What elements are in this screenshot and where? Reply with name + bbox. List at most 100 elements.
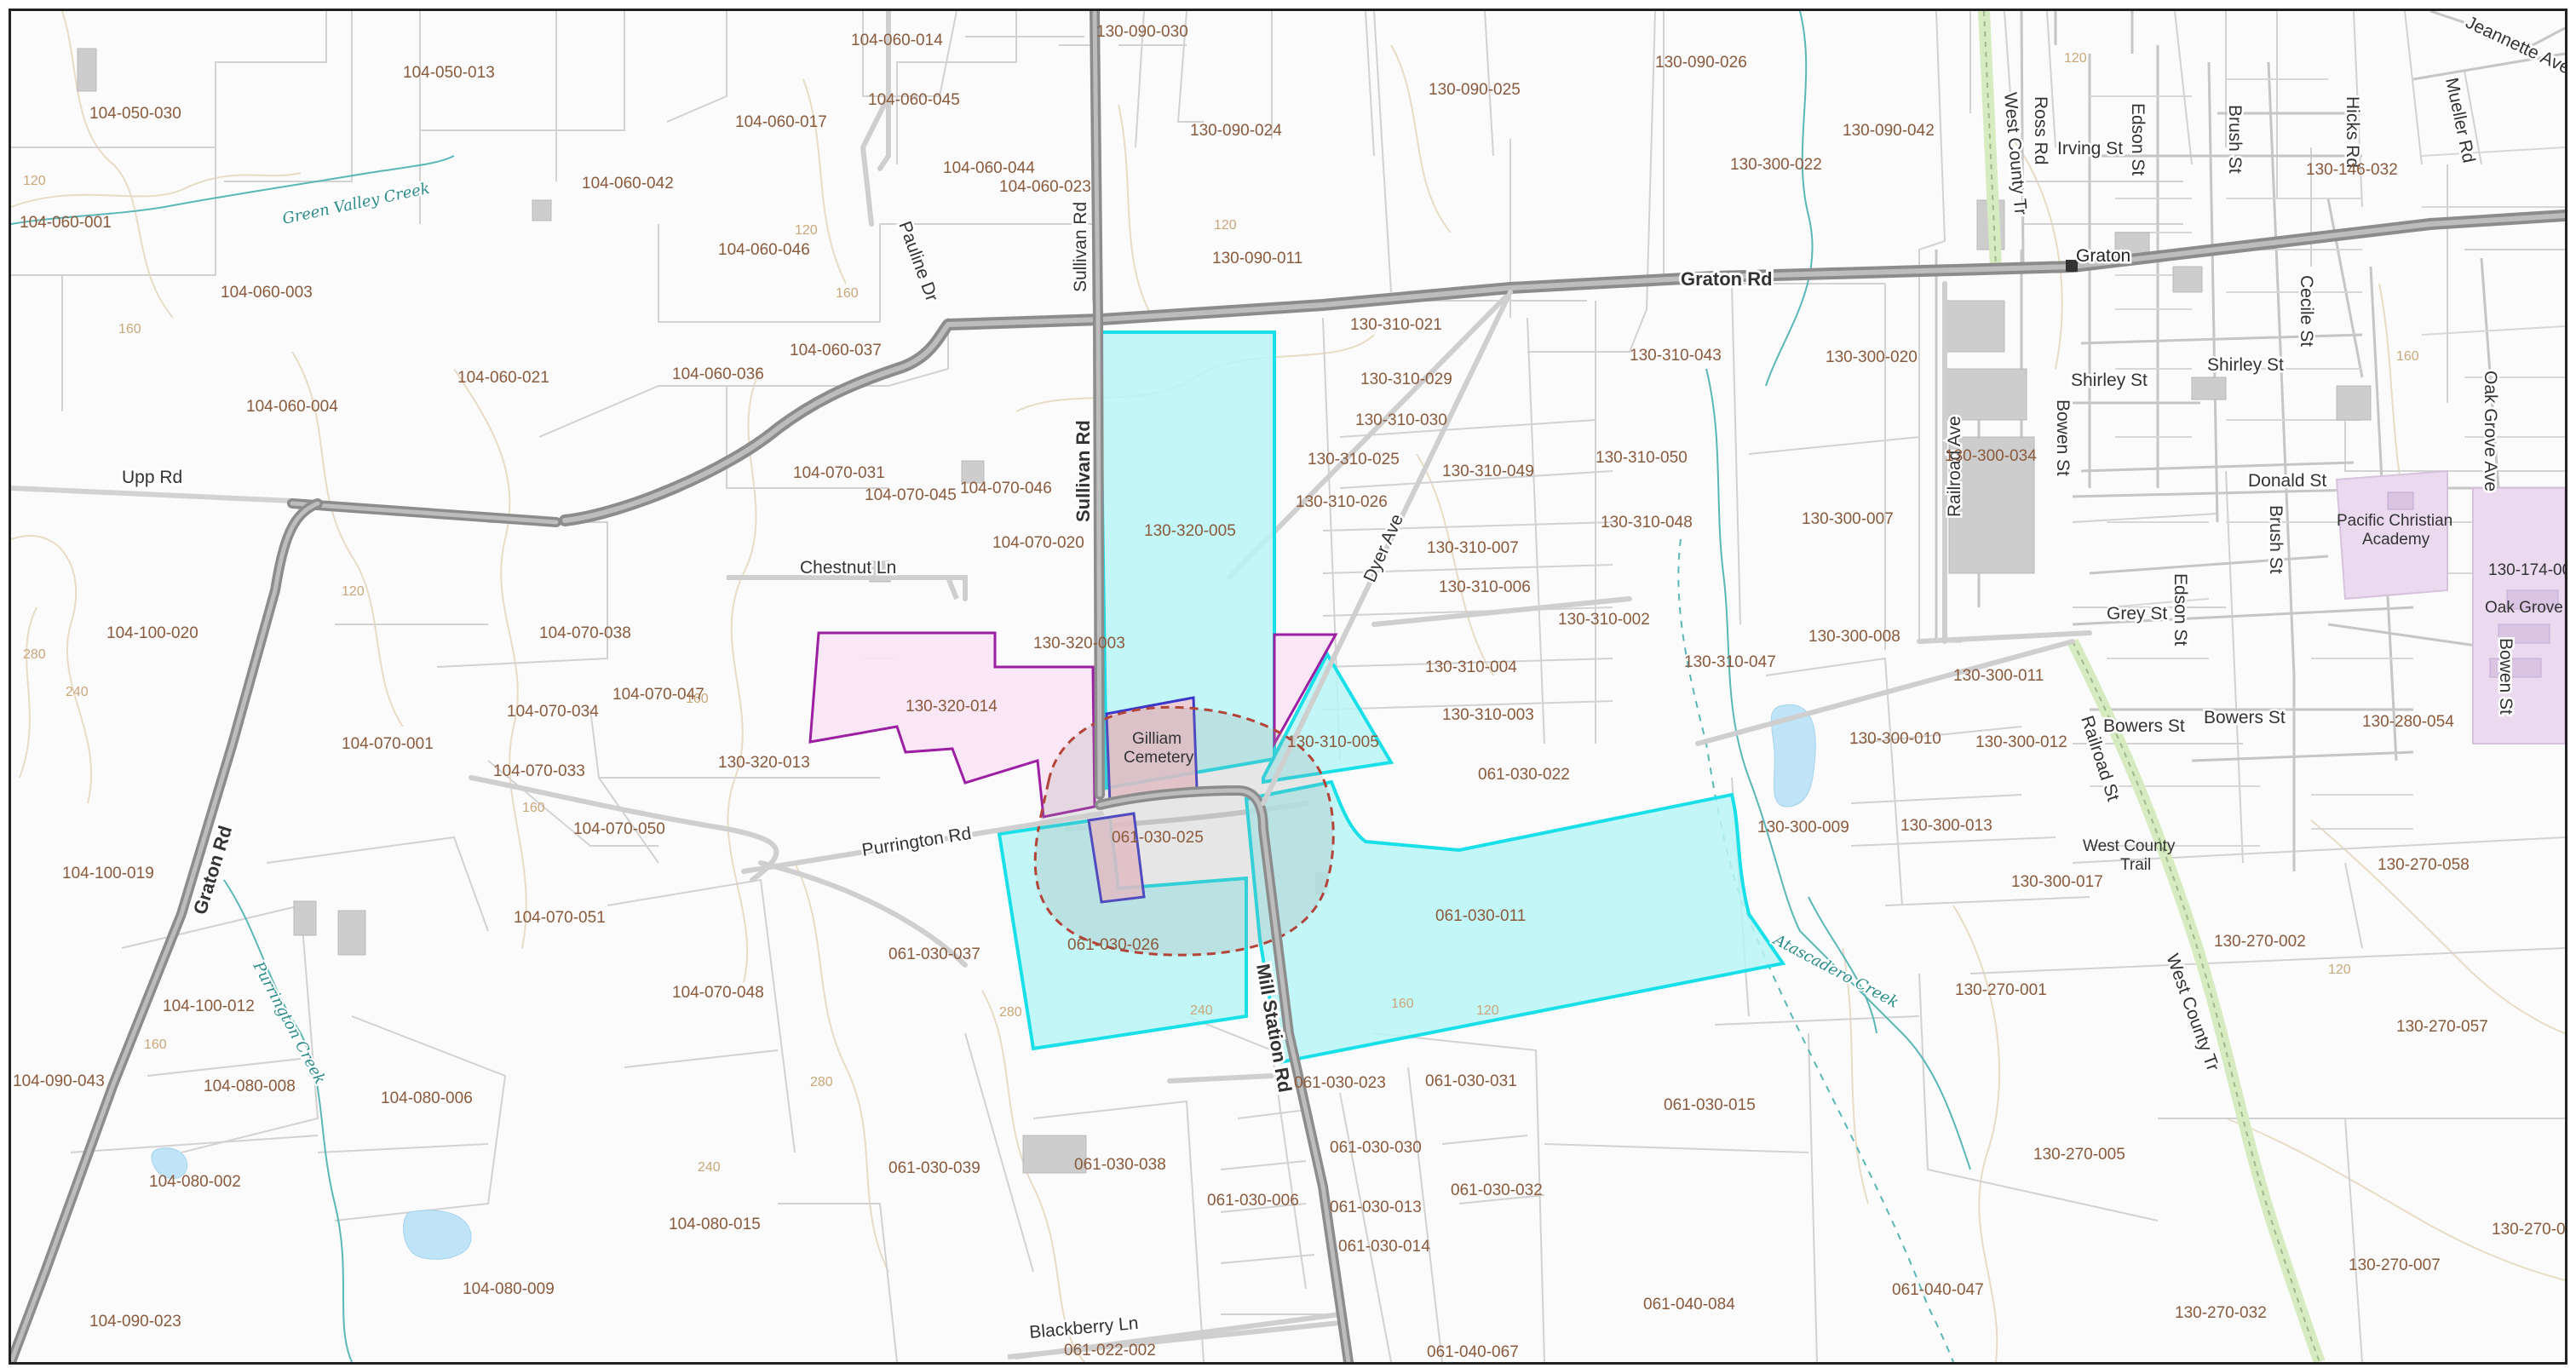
parcel-label[interactable]: 104-070-046	[960, 480, 1052, 497]
parcel-label[interactable]: 104-070-001	[342, 735, 434, 753]
parcel-label[interactable]: 104-080-002	[149, 1173, 241, 1191]
parcel-label[interactable]: 130-310-005	[1287, 733, 1379, 751]
parcel-label[interactable]: 104-060-001	[20, 214, 112, 232]
parcel-label[interactable]: 061-030-026	[1067, 936, 1159, 954]
parcel-label[interactable]: 061-030-015	[1664, 1096, 1756, 1114]
parcel-label[interactable]: 104-060-046	[718, 241, 810, 259]
parcel-label[interactable]: 104-100-019	[62, 865, 154, 882]
parcel-label[interactable]: 104-070-050	[573, 820, 665, 838]
parcel-label[interactable]: 130-270-057	[2396, 1018, 2488, 1036]
parcel-label[interactable]: 130-090-024	[1190, 122, 1282, 140]
parcel-label[interactable]: 061-022-002	[1064, 1342, 1156, 1359]
parcel-label[interactable]: 130-270-002	[2214, 933, 2306, 951]
parcel-label[interactable]: 130-270-043	[2492, 1221, 2565, 1239]
parcel-label[interactable]: 104-060-044	[943, 159, 1035, 177]
parcel-label[interactable]: 104-070-034	[507, 703, 599, 721]
project-parcels[interactable]	[997, 331, 1786, 1065]
parcel-label[interactable]: 061-030-037	[888, 946, 980, 963]
map-canvas[interactable]: 120 160 120 160 120 280 240 160 160 280 …	[11, 11, 2565, 1362]
parcel-label[interactable]: 104-070-038	[539, 624, 631, 642]
parcel-map[interactable]: 120 160 120 160 120 280 240 160 160 280 …	[9, 9, 2567, 1365]
oak-grove-school-parcel[interactable]	[2472, 487, 2565, 744]
parcel-label[interactable]: 104-080-015	[669, 1216, 761, 1233]
parcel-label[interactable]: 104-080-009	[463, 1280, 555, 1298]
pacific-christian-academy-parcel[interactable]	[2335, 469, 2448, 601]
parcel-label[interactable]: 061-040-047	[1892, 1281, 1984, 1299]
parcel-label[interactable]: 061-030-030	[1330, 1139, 1422, 1157]
parcel-label[interactable]: 130-300-022	[1730, 156, 1822, 174]
parcel-label[interactable]: 130-320-013	[718, 754, 810, 772]
parcel-label[interactable]: 130-310-003	[1442, 706, 1534, 724]
parcel-label[interactable]: 104-070-051	[514, 909, 606, 927]
parcel-label[interactable]: 130-310-026	[1296, 493, 1388, 511]
parcel-label[interactable]: 104-060-036	[672, 365, 764, 383]
parcel-label[interactable]: 130-310-048	[1601, 514, 1693, 532]
parcel-label[interactable]: 130-280-054	[2362, 713, 2454, 731]
parcel-label[interactable]: 130-300-013	[1900, 817, 1992, 835]
parcel-label[interactable]: 130-090-011	[1212, 250, 1302, 267]
parcel-label[interactable]: 104-070-047	[612, 686, 704, 704]
parcel-label[interactable]: 130-300-020	[1826, 348, 1918, 366]
parcel-label[interactable]: 130-310-025	[1308, 451, 1400, 468]
parcel-label[interactable]: 061-030-025	[1112, 829, 1204, 847]
parcel-label[interactable]: 130-300-007	[1802, 510, 1894, 528]
parcel-label[interactable]: 104-060-017	[735, 113, 827, 131]
parcel-label[interactable]: 130-310-007	[1427, 539, 1519, 557]
parcel-label[interactable]: 104-060-021	[457, 369, 549, 387]
parcel-label[interactable]: 061-030-022	[1478, 766, 1570, 784]
parcel-label[interactable]: 061-030-014	[1338, 1238, 1430, 1256]
parcel-label[interactable]: 130-090-025	[1429, 81, 1521, 99]
parcel-label[interactable]: 130-310-047	[1684, 653, 1776, 671]
parcel-label[interactable]: 104-100-020	[106, 624, 198, 642]
parcel-label[interactable]: 104-070-045	[865, 486, 957, 504]
parcel-label[interactable]: 130-270-001	[1955, 981, 2047, 999]
parcel-label[interactable]: 061-030-013	[1330, 1198, 1422, 1216]
parcel-label[interactable]: 104-050-013	[403, 64, 495, 82]
parcel-label[interactable]: 130-270-005	[2033, 1146, 2125, 1164]
parcel-label[interactable]: 130-310-043	[1630, 347, 1722, 365]
parcel-label[interactable]: 130-320-014	[906, 698, 998, 716]
parcel-label[interactable]: 130-090-042	[1843, 122, 1935, 140]
parcel-label[interactable]: 130-270-032	[2175, 1304, 2267, 1322]
parcel-label[interactable]: 104-100-012	[163, 997, 255, 1015]
parcel-label[interactable]: 104-060-004	[246, 398, 338, 416]
parcel-label[interactable]: 104-080-006	[381, 1089, 473, 1107]
parcel-label[interactable]: 130-300-034	[1945, 447, 2037, 465]
parcel-label[interactable]: 061-030-006	[1207, 1192, 1299, 1210]
parcel-label[interactable]: 061-040-084	[1643, 1296, 1735, 1313]
parcel-label[interactable]: 130-300-017	[2011, 873, 2103, 891]
parcel-label[interactable]: 104-060-014	[851, 32, 943, 49]
parcel-label[interactable]: 130-310-050	[1596, 449, 1688, 467]
parcel-label[interactable]: 061-030-032	[1451, 1181, 1543, 1199]
parcel-label[interactable]: 130-146-032	[2306, 161, 2398, 179]
parcel-label[interactable]: 130-270-007	[2349, 1256, 2441, 1274]
parcel-label[interactable]: 104-070-033	[493, 762, 585, 780]
parcel-label[interactable]: 061-030-031	[1425, 1072, 1517, 1090]
parcel-label[interactable]: 104-060-023	[999, 178, 1091, 196]
parcel-label[interactable]: 130-310-021	[1350, 316, 1442, 334]
parcel-label[interactable]: 130-300-010	[1849, 730, 1941, 748]
parcel-label[interactable]: 104-070-020	[992, 534, 1084, 552]
parcel-label[interactable]: 104-060-042	[582, 175, 674, 193]
parcel-label[interactable]: 130-310-002	[1558, 611, 1650, 629]
parcel-label[interactable]: 130-300-012	[1975, 733, 2067, 751]
parcel-label[interactable]: 130-300-011	[1953, 667, 2044, 685]
parcel-label[interactable]: 130-300-009	[1757, 819, 1849, 836]
parcel-label[interactable]: 104-070-031	[793, 464, 885, 482]
parcel-label[interactable]: 061-040-067	[1427, 1343, 1519, 1361]
parcel-label[interactable]: 104-090-023	[89, 1313, 181, 1331]
parcel-label[interactable]: 130-090-026	[1655, 54, 1747, 72]
parcel-label[interactable]: 061-030-038	[1074, 1156, 1166, 1174]
parcel-label[interactable]: 130-310-004	[1425, 658, 1517, 676]
parcel-label[interactable]: 130-310-006	[1439, 578, 1531, 596]
parcel-label[interactable]: 104-050-030	[89, 105, 181, 123]
parcel-label[interactable]: 104-080-008	[204, 1078, 296, 1095]
cemetery-parcels[interactable]	[1087, 696, 1199, 904]
parcel-label[interactable]: 104-060-003	[221, 284, 313, 302]
parcel-label[interactable]: 061-030-011	[1435, 907, 1526, 925]
parcel-label[interactable]: 130-310-029	[1360, 371, 1452, 388]
parcel-label[interactable]: 130-310-049	[1442, 463, 1534, 480]
parcel-label[interactable]: 130-270-058	[2378, 856, 2470, 874]
parcel-label[interactable]: 130-320-003	[1033, 635, 1125, 652]
parcel-label[interactable]: 104-060-045	[868, 91, 960, 109]
